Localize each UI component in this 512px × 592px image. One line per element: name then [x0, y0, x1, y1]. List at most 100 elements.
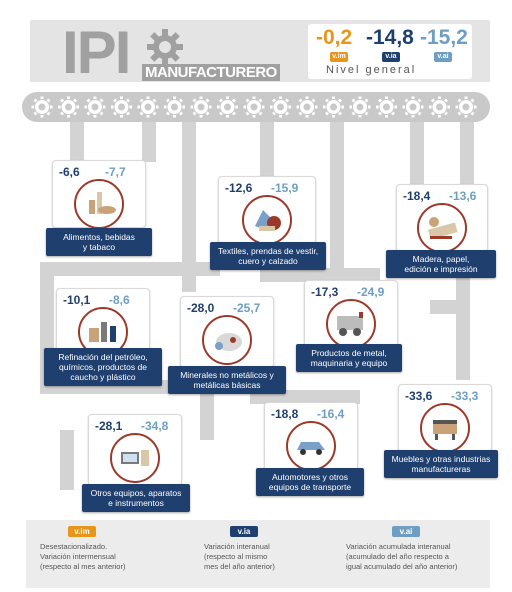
- sector-card: -18,4 -13,6: [396, 184, 488, 253]
- sector-label-line: Minerales no metálicos y: [180, 370, 274, 380]
- conveyor-gear-icon: [454, 95, 478, 119]
- sector-vai-value: -7,7: [105, 165, 126, 179]
- sector-label-line: cuero y calzado: [238, 256, 298, 266]
- sector-vai-value: -16,4: [317, 407, 345, 421]
- general-level-box: -0,2 -14,8 -15,2 v.im v.ia v.ai Nivel ge…: [308, 24, 472, 79]
- legend-vai-line-3: igual acumulado del año anterior): [346, 562, 458, 571]
- sector-card: -28,0 -25,7: [180, 296, 274, 368]
- conveyor-gear-icon: [110, 95, 133, 119]
- sector-via-value: -28,1: [95, 419, 123, 433]
- sector-label-line: Otros equipos, aparatos: [90, 488, 182, 498]
- sector-label-line: químicos, productos de: [59, 362, 147, 372]
- conveyor-gear-icon: [83, 95, 107, 119]
- sector-label-line: y tabaco: [82, 242, 116, 252]
- general-via-value: -14,8: [366, 26, 414, 49]
- sector-via-value: -17,3: [311, 285, 339, 299]
- sector-card: -28,1 -34,8: [88, 414, 182, 486]
- sector-label-line: metálicas básicas: [193, 380, 261, 390]
- conveyor-gear-icon: [348, 95, 372, 119]
- sector-vai-value: -24,9: [357, 285, 385, 299]
- conveyor-gear-icon: [242, 95, 266, 119]
- legend-vim-line-3: (respecto al mes anterior): [40, 562, 126, 571]
- sector-vai-value: -34,8: [141, 419, 169, 433]
- legend-vai-badge: v.ai: [392, 526, 420, 537]
- sector-vai-value: -33,3: [451, 389, 479, 403]
- legend-vim-line-1: Desestacionalizado.: [40, 542, 108, 551]
- sector-label: Madera, papel,edición e impresión: [386, 250, 496, 278]
- legend-vim-badge: v.im: [68, 526, 96, 537]
- gear-icon: [146, 28, 184, 71]
- conveyor-gear-icon: [322, 95, 345, 119]
- furniture-icon: [420, 403, 470, 453]
- sector-card: -17,3 -24,9: [304, 280, 398, 350]
- sector-label-line: edición e impresión: [404, 264, 478, 274]
- car-icon: [286, 421, 336, 471]
- sector-label-line: Madera, papel,: [412, 254, 470, 264]
- page-subtitle: MANUFACTURERO: [142, 64, 280, 81]
- conveyor-gear-icon: [30, 95, 54, 119]
- sector-label: Productos de metal,maquinaria y equipo: [296, 344, 402, 372]
- sector-label: Textiles, prendas de vestir,cuero y calz…: [210, 242, 326, 270]
- sector-label-line: Alimentos, bebidas: [63, 232, 135, 242]
- general-vim-value: -0,2: [316, 26, 353, 49]
- sector-label-line: caucho y plástico: [70, 372, 136, 382]
- sector-label-line: Automotores y otros: [271, 472, 349, 482]
- sector-via-value: -6,6: [59, 165, 80, 179]
- header: IPI MANUFACTURERO: [30, 19, 490, 86]
- legend-via-line-1: Variación interanual: [204, 542, 270, 551]
- sector-via-value: -28,0: [187, 301, 215, 315]
- conveyor-gear-icon: [189, 95, 213, 119]
- sector-vai-value: -15,9: [271, 181, 299, 195]
- sector-card: -18,8 -16,4: [264, 402, 358, 472]
- general-vai-badge: v.ai: [434, 52, 452, 62]
- sector-vai-value: -8,6: [109, 293, 130, 307]
- legend-via-line-3: mes del año anterior): [204, 562, 275, 571]
- legend-vim-line-2: Variación intermensual: [40, 552, 116, 561]
- sector-card: -6,6 -7,7: [52, 160, 146, 229]
- sector-vai-value: -13,6: [449, 189, 477, 203]
- sector-card: -12,6 -15,9: [218, 176, 316, 245]
- legend-via-badge: v.ia: [230, 526, 258, 537]
- sector-label-line: Textiles, prendas de vestir,: [217, 246, 319, 256]
- conveyor-gear-icon: [216, 95, 239, 119]
- food-icon: [74, 179, 124, 229]
- sector-label-line: equipos de transporte: [268, 482, 352, 492]
- sector-label-line: Muebles y otras industrias: [391, 454, 491, 464]
- conveyor-gear-icon: [401, 95, 425, 119]
- machinery-icon: [326, 299, 376, 349]
- general-vim-badge: v.im: [330, 52, 348, 62]
- sector-vai-value: -25,7: [233, 301, 261, 315]
- sector-label-line: Refinación del petróleo,: [58, 352, 148, 362]
- conveyor-gear-icon: [136, 95, 160, 119]
- sector-card: -33,6-33,3: [398, 384, 492, 453]
- conveyor-gear-icon: [375, 95, 398, 119]
- general-vai-value: -15,2: [420, 26, 468, 49]
- sector-via-value: -18,4: [403, 189, 431, 203]
- conveyor-gear-icon: [57, 95, 80, 119]
- conveyor-gear-icon: [428, 95, 451, 119]
- conveyor-gear-icon: [269, 95, 292, 119]
- sector-via-value: -18,8: [271, 407, 299, 421]
- textile-icon: [242, 195, 292, 245]
- sector-via-value: -12,6: [225, 181, 253, 195]
- sector-label: Refinación del petróleo,químicos, produc…: [44, 348, 162, 386]
- minerals-icon: [202, 315, 252, 365]
- sector-label-line: manufactureras: [411, 464, 471, 474]
- conveyor-gear-icon: [295, 95, 319, 119]
- sector-label-line: maquinaria y equipo: [310, 358, 388, 368]
- legend-via-line-2: (respecto al mismo: [204, 552, 268, 561]
- general-level-label: Nivel general: [326, 64, 417, 76]
- conveyor-gear-icon: [163, 95, 186, 119]
- legend-vai-line-2: (acumulado del año respecto a: [346, 552, 449, 561]
- legend: v.im Desestacionalizado. Variación inter…: [26, 520, 490, 588]
- legend-vai-line-1: Variación acumulada interanual: [346, 542, 451, 551]
- devices-icon: [110, 433, 160, 483]
- sector-via-value: -10,1: [63, 293, 91, 307]
- sector-label-line: Productos de metal,: [311, 348, 387, 358]
- sector-label-line: e instrumentos: [108, 498, 164, 508]
- general-via-badge: v.ia: [382, 52, 400, 62]
